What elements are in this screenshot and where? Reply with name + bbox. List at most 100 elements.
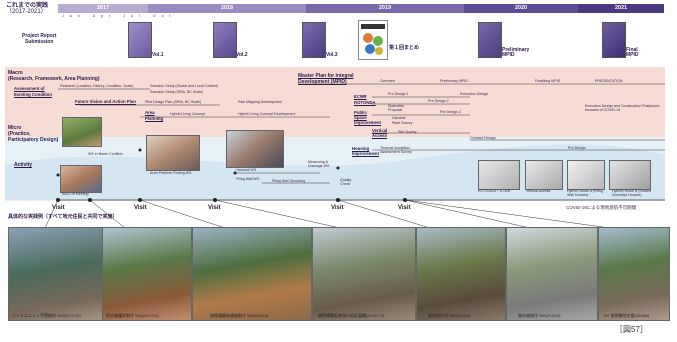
photo-piling-expansion (312, 227, 416, 321)
row-future-vision: Future Vision and Action Plan (75, 99, 136, 104)
bar-plant-survey: Plant Survey (392, 121, 413, 125)
bar-pre-design: Pre Design (568, 146, 586, 150)
row-master-plan: Master Plan for Integral Development (MP… (298, 73, 354, 85)
bottom-title: 具体的な実践例（すべて地元住民と共同で実施） (8, 214, 118, 220)
photo-workshop-group (226, 130, 284, 168)
bar-site-survey: Site Survey (398, 130, 417, 134)
bar-handrail: Handrail (392, 116, 406, 120)
row-area-planning: Area Planning (145, 110, 164, 121)
bar-execution-design: Execution Design (460, 92, 488, 96)
vol1-label: Vol.1 (152, 52, 164, 58)
photo-handrail-ws (8, 227, 103, 321)
bar-covid-postponed: Execution Design and Construction Postpo… (585, 104, 660, 112)
visit-4: Visit (331, 205, 344, 211)
render-vertical (525, 160, 563, 190)
header-title-years: （2017-2021） (6, 9, 47, 15)
bar-scenario-global: Scenario Study (Global and Local Context… (150, 84, 219, 88)
summary-cover-art (361, 24, 385, 55)
report-cover-final (602, 22, 626, 58)
row-macro: Macro (Research, Framework, Area Plannin… (8, 70, 100, 82)
year-2021: 2021 (578, 4, 664, 13)
bar-hybrid-development: Hybrid Living Concept Development (238, 112, 296, 116)
bar-scenario-sria: Scenario Study (SRIA, BC Scale) (150, 90, 204, 94)
year-2018: 2018 (148, 4, 306, 13)
project-report-label: Project Report Submission (22, 33, 56, 45)
macro-band (5, 67, 665, 137)
project-report-line1: Project Report (22, 33, 57, 39)
visit-3: Visit (208, 205, 221, 211)
row-housing: Housing Improvement (352, 146, 379, 156)
month-ticks-text: Jan Apr Jul Oct (62, 14, 177, 18)
cap-barrio: WS in Barrio Conflicts (88, 152, 123, 156)
visit-1: Visit (52, 205, 65, 211)
bar-research: Research (Location, History, Condition, … (60, 84, 134, 88)
caption-5: 電源線作成 WS(2019/3) (428, 313, 471, 318)
row-ecmr: ECMR ROTONDA (354, 94, 376, 105)
bar-piling-ws: Piling Wall WS (236, 177, 260, 181)
bar-handrail-ws: Handrail WS (236, 168, 257, 172)
render-house-b (609, 160, 651, 190)
final-label: Final MPID (626, 47, 639, 58)
caption-3: 擁壁構築板補強制作 WS(2018/3) (210, 313, 269, 318)
photo-drain-ws (102, 227, 192, 321)
bar-pre-design-1a: Pre Design 1 (388, 92, 409, 96)
report-cover-vol2 (213, 22, 237, 58)
row-activity: Activity (14, 162, 33, 168)
year-2017: 2017 (58, 4, 148, 13)
bar-concept-design: Concept Design (470, 136, 496, 140)
photo-kickoff (60, 165, 102, 193)
visit-2: Visit (134, 205, 147, 211)
render-label-house-b: Hybrid House B (Shared Dorm/Apt Houses) (612, 189, 651, 197)
bar-finalizing-mpid: Finalizing MPID (535, 79, 561, 83)
figure-label: ［図57］ (615, 325, 648, 334)
photo-wall-slope (62, 117, 102, 147)
bar-overview: Overview (380, 79, 395, 83)
summary-label: 第１回まとめ (389, 45, 420, 51)
report-cover-prelim (478, 22, 502, 58)
report-cover-vol3 (302, 22, 326, 58)
bar-prelim-mpid: Preliminary MPID (440, 79, 468, 83)
caption-7: EV 南側整地支援(2018/9) (604, 313, 650, 318)
render-label-vertical: Vertical Access (526, 189, 551, 193)
bar-presentation: PRESENTATION (595, 79, 623, 83)
photo-ev-site (598, 227, 670, 321)
connector-lines (44, 199, 611, 229)
render-house-a (567, 160, 605, 190)
cap-kickoff: Kick-Off Meeting (62, 192, 89, 196)
bar-pre-design-2: Pre Design 2 (428, 99, 449, 103)
header-title-jp: これまでの実践 (6, 3, 49, 9)
photo-area-problem (146, 135, 200, 171)
caption-2: 斜水路護岸制作 WS(2017/10) (106, 313, 159, 318)
row-vertical-access: Vertical Access (372, 128, 388, 138)
bar-piling-sprouting: Piling Wall Sprouting (272, 179, 306, 183)
photo-piling-wall-ws (192, 227, 312, 321)
caption-1: ハンドユニット手摺制作 WS(2017/10) (12, 313, 81, 318)
bar-pilot-design: Pilot Design Plan (SRIA, BC Scale) (145, 100, 202, 104)
bar-quality-check: Quality Check (340, 178, 352, 186)
visit-5: Visit (398, 205, 411, 211)
bar-pre-design-3: Pre Design 3 (440, 110, 461, 114)
month-ticks: Jan Apr Jul Oct (62, 14, 176, 18)
render-rotonda (478, 160, 520, 190)
caption-4: 擁壁構築板補強の地区展開(2019/7-9) (318, 313, 385, 318)
bar-risk-mapping: Risk Mapping Development (238, 100, 282, 104)
bar-illustration: Illustration Proposal (388, 104, 405, 112)
bar-hybrid-concept: Hybrid Living Concept (170, 112, 206, 116)
cap-area-problem: Area Problem Finding WS (150, 171, 192, 175)
year-2020: 2020 (464, 4, 578, 13)
render-label-rotonda: ROTONDA + ECMR (478, 189, 511, 193)
render-label-house-a: Hybrid House A (Piling Wall Houses) (567, 189, 603, 197)
caption-6: 階水路制作 WS(2019/3) (518, 313, 561, 318)
row-public-space: Public Space Improvement (354, 110, 381, 125)
report-cover-summary (358, 20, 388, 60)
covid-note: COVID-19による現地渡航不可期間 (566, 205, 637, 210)
bar-thermal: Thermal Insulation Assessment Survey (380, 146, 412, 154)
photo-power-line-ws (416, 227, 506, 321)
year-2019: 2019 (306, 4, 464, 13)
vol3-label: Vol.3 (326, 52, 338, 58)
prelim-label: Preliminary MPID (502, 47, 530, 58)
vol2-label: Vol.2 (236, 52, 248, 58)
photo-stair-drain-ws (506, 227, 598, 321)
row-assessment: Assessment of Existing Condition (14, 86, 52, 97)
row-micro: Micro (Practice, Participatory Design) (8, 125, 59, 143)
